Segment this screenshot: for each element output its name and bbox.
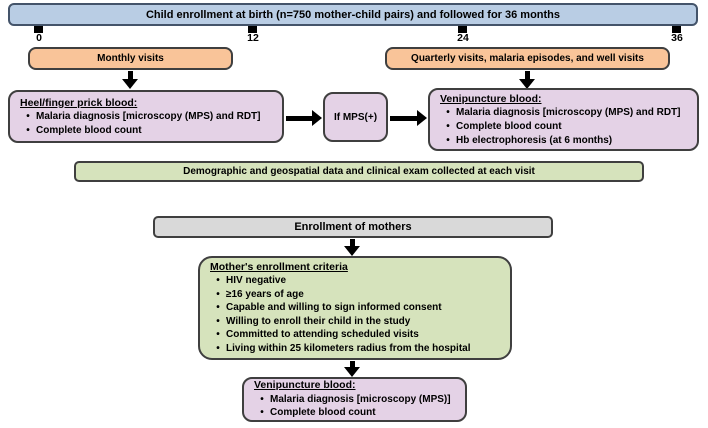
bullet-dot: • <box>216 342 220 354</box>
list-item: • ≥16 years of age <box>210 288 504 302</box>
arrow-ifmps-to-venipuncture <box>390 110 427 126</box>
bullet-dot: • <box>446 106 450 118</box>
if-mps-positive-label: If MPS(+) <box>333 111 378 123</box>
bullet-dot: • <box>446 120 450 132</box>
quarterly-visits-label: Quarterly visits, malaria episodes, and … <box>411 53 644 64</box>
mothers-enrollment-banner-text: Enrollment of mothers <box>294 221 412 233</box>
bullet-dot: • <box>216 315 220 327</box>
quarterly-visits-box: Quarterly visits, malaria episodes, and … <box>385 47 670 70</box>
arrow-monthly-to-heelprick <box>122 71 138 89</box>
mothers-venipuncture-bullet-2: Complete blood count <box>270 407 376 419</box>
arrow-heelprick-to-ifmps <box>286 110 322 126</box>
bullet-dot: • <box>446 134 450 146</box>
arrow-enrollment-to-criteria <box>344 239 360 256</box>
venipuncture-child-bullet-2: Complete blood count <box>456 120 562 132</box>
heel-prick-bullet-1: Malaria diagnosis [microscopy (MPS) and … <box>36 110 261 122</box>
mothers-criteria-box: Mother's enrollment criteria • HIV negat… <box>198 256 512 360</box>
venipuncture-child-box: Venipuncture blood: • Malaria diagnosis … <box>428 88 699 151</box>
mothers-venipuncture-bullet-1: Malaria diagnosis [microscopy (MPS)] <box>270 393 451 405</box>
arrow-quarterly-to-venipuncture <box>519 71 535 89</box>
mothers-venipuncture-box: Venipuncture blood: • Malaria diagnosis … <box>242 377 467 422</box>
bullet-dot: • <box>216 329 220 341</box>
heel-prick-blood-box: Heel/finger prick blood: • Malaria diagn… <box>8 90 284 143</box>
list-item: • Committed to attending scheduled visit… <box>210 328 504 342</box>
bullet-dot: • <box>216 275 220 287</box>
list-item: • Malaria diagnosis [microscopy (MPS)] <box>254 393 459 407</box>
venipuncture-child-bullet-3: Hb electrophoresis (at 6 months) <box>456 134 613 146</box>
bullet-dot: • <box>260 407 264 419</box>
heel-prick-bullet-2: Complete blood count <box>36 124 142 136</box>
mothers-enrollment-banner: Enrollment of mothers <box>153 216 553 238</box>
child-enrollment-banner-text: Child enrollment at birth (n=750 mother-… <box>145 8 561 21</box>
list-item: • Capable and willing to sign informed c… <box>210 301 504 315</box>
mothers-criteria-title: Mother's enrollment criteria <box>210 260 348 273</box>
arrow-criteria-to-venipuncture <box>344 361 360 377</box>
list-item: • HIV negative <box>210 274 504 288</box>
child-enrollment-banner: Child enrollment at birth (n=750 mother-… <box>8 3 698 26</box>
bullet-dot: • <box>26 110 30 122</box>
list-item: • Complete blood count <box>20 124 276 138</box>
list-item: • Hb electrophoresis (at 6 months) <box>440 134 691 148</box>
list-item: • Malaria diagnosis [microscopy (MPS) an… <box>440 106 691 120</box>
mothers-criteria-bullet-1: HIV negative <box>226 275 287 287</box>
bullet-dot: • <box>26 124 30 136</box>
monthly-visits-box: Monthly visits <box>28 47 233 70</box>
timeline-label-12: 12 <box>247 32 259 44</box>
timeline-tick-36 <box>672 26 681 33</box>
bullet-dot: • <box>216 302 220 314</box>
demographic-data-banner: Demographic and geospatial data and clin… <box>74 161 644 182</box>
mothers-criteria-bullet-6: Living within 25 kilometers radius from … <box>226 342 471 354</box>
timeline-tick-12 <box>248 26 257 33</box>
mothers-criteria-bullet-4: Willing to enroll their child in the stu… <box>226 315 411 327</box>
timeline-tick-0 <box>34 26 43 33</box>
demographic-data-banner-text: Demographic and geospatial data and clin… <box>183 166 535 177</box>
venipuncture-child-bullet-1: Malaria diagnosis [microscopy (MPS) and … <box>456 106 681 118</box>
list-item: • Living within 25 kilometers radius fro… <box>210 342 504 356</box>
heel-prick-title: Heel/finger prick blood: <box>20 96 138 109</box>
timeline-label-36: 36 <box>671 32 683 44</box>
mothers-criteria-bullet-2: ≥16 years of age <box>226 288 304 300</box>
venipuncture-child-title: Venipuncture blood: <box>440 92 542 105</box>
if-mps-positive-box: If MPS(+) <box>323 92 388 142</box>
timeline-label-0: 0 <box>36 32 42 44</box>
timeline-label-24: 24 <box>457 32 469 44</box>
list-item: • Willing to enroll their child in the s… <box>210 315 504 329</box>
mothers-criteria-bullet-3: Capable and willing to sign informed con… <box>226 302 442 314</box>
mothers-venipuncture-title: Venipuncture blood: <box>254 379 356 392</box>
timeline-tick-24 <box>458 26 467 33</box>
mothers-criteria-bullet-5: Committed to attending scheduled visits <box>226 329 419 341</box>
list-item: • Complete blood count <box>440 120 691 134</box>
bullet-dot: • <box>260 393 264 405</box>
list-item: • Complete blood count <box>254 406 459 420</box>
monthly-visits-label: Monthly visits <box>97 53 164 64</box>
list-item: • Malaria diagnosis [microscopy (MPS) an… <box>20 110 276 124</box>
bullet-dot: • <box>216 288 220 300</box>
